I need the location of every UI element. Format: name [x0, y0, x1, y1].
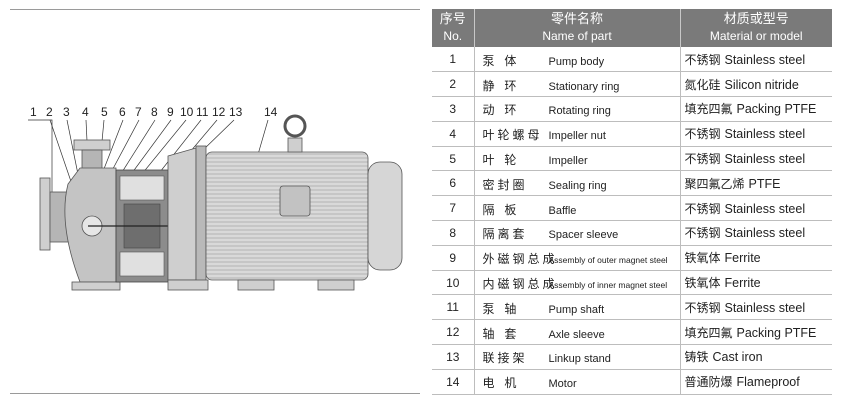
magnet-drive-shape	[88, 169, 224, 283]
material-cell: 不锈钢 Stainless steel	[680, 294, 832, 321]
callout-2: 2	[46, 105, 53, 119]
callout-14: 14	[264, 105, 278, 119]
callout-labels: 1 2 3 4 5 6 7 8 9 10 11 12 13 14	[30, 105, 278, 119]
material-cell: 不锈钢 Stainless steel	[680, 121, 832, 147]
material-cell: 不锈钢 Stainless steel	[680, 146, 832, 172]
header-material: 材质或型号 Material or model	[680, 9, 832, 47]
row-number: 5	[432, 146, 475, 172]
pump-cross-section-drawing: 1 2 3 4 5 6 7 8 9 10 11 12 13 14	[28, 105, 403, 291]
callout-7: 7	[135, 105, 142, 119]
top-rule	[10, 9, 420, 10]
header-part-name: 零件名称 Name of part	[474, 9, 681, 47]
material-cell: 不锈钢 Stainless steel	[680, 47, 832, 73]
row-number: 2	[432, 71, 475, 98]
callout-3: 3	[63, 105, 70, 119]
row-number: 13	[432, 344, 475, 370]
callout-5: 5	[101, 105, 108, 119]
callout-13: 13	[229, 105, 243, 119]
material-cell: 不锈钢 Stainless steel	[680, 220, 832, 246]
table-header-row: 序号 No. 零件名称 Name of part 材质或型号 Material …	[432, 9, 832, 47]
row-number: 8	[432, 220, 475, 246]
callout-9: 9	[167, 105, 174, 119]
table-row: 10 内磁钢总成Assembly of inner magnet steel 铁…	[432, 270, 832, 296]
material-cell: 聚四氟乙烯 PTFE	[680, 170, 832, 197]
material-cell: 填充四氟 Packing PTFE	[680, 96, 832, 122]
row-number: 10	[432, 270, 475, 296]
callout-6: 6	[119, 105, 126, 119]
material-cell: 铸铁 Cast iron	[680, 344, 832, 370]
callout-8: 8	[151, 105, 158, 119]
callout-12: 12	[212, 105, 226, 119]
row-number: 12	[432, 319, 475, 346]
parts-table: 序号 No. 零件名称 Name of part 材质或型号 Material …	[432, 9, 832, 395]
row-number: 1	[432, 47, 475, 73]
material-cell: 铁氧体 Ferrite	[680, 270, 832, 296]
row-number: 14	[432, 369, 475, 395]
material-cell: 氮化硅 Silicon nitride	[680, 71, 832, 98]
row-number: 11	[432, 294, 475, 321]
header-no: 序号 No.	[432, 9, 475, 47]
row-number: 6	[432, 170, 475, 197]
callout-11: 11	[196, 105, 209, 119]
row-number: 9	[432, 245, 475, 271]
callout-10: 10	[180, 105, 194, 119]
row-number: 4	[432, 121, 475, 147]
row-number: 7	[432, 195, 475, 222]
material-cell: 不锈钢 Stainless steel	[680, 195, 832, 222]
linkup-stand-shape	[167, 145, 209, 291]
material-cell: 普通防爆 Flameproof	[680, 369, 832, 395]
callout-4: 4	[82, 105, 89, 119]
part-name-cell: 外磁钢总成Assembly of outer magnet steel	[474, 245, 681, 271]
callout-1: 1	[30, 105, 37, 119]
row-number: 3	[432, 96, 475, 122]
bottom-rule	[10, 393, 420, 394]
material-cell: 填充四氟 Packing PTFE	[680, 319, 832, 346]
material-cell: 铁氧体 Ferrite	[680, 245, 832, 271]
table-row: 9 外磁钢总成Assembly of outer magnet steel 铁氧…	[432, 245, 832, 271]
motor-shape	[205, 114, 403, 291]
pump-body-shape	[39, 139, 121, 291]
part-name-cell: 内磁钢总成Assembly of inner magnet steel	[474, 270, 681, 296]
